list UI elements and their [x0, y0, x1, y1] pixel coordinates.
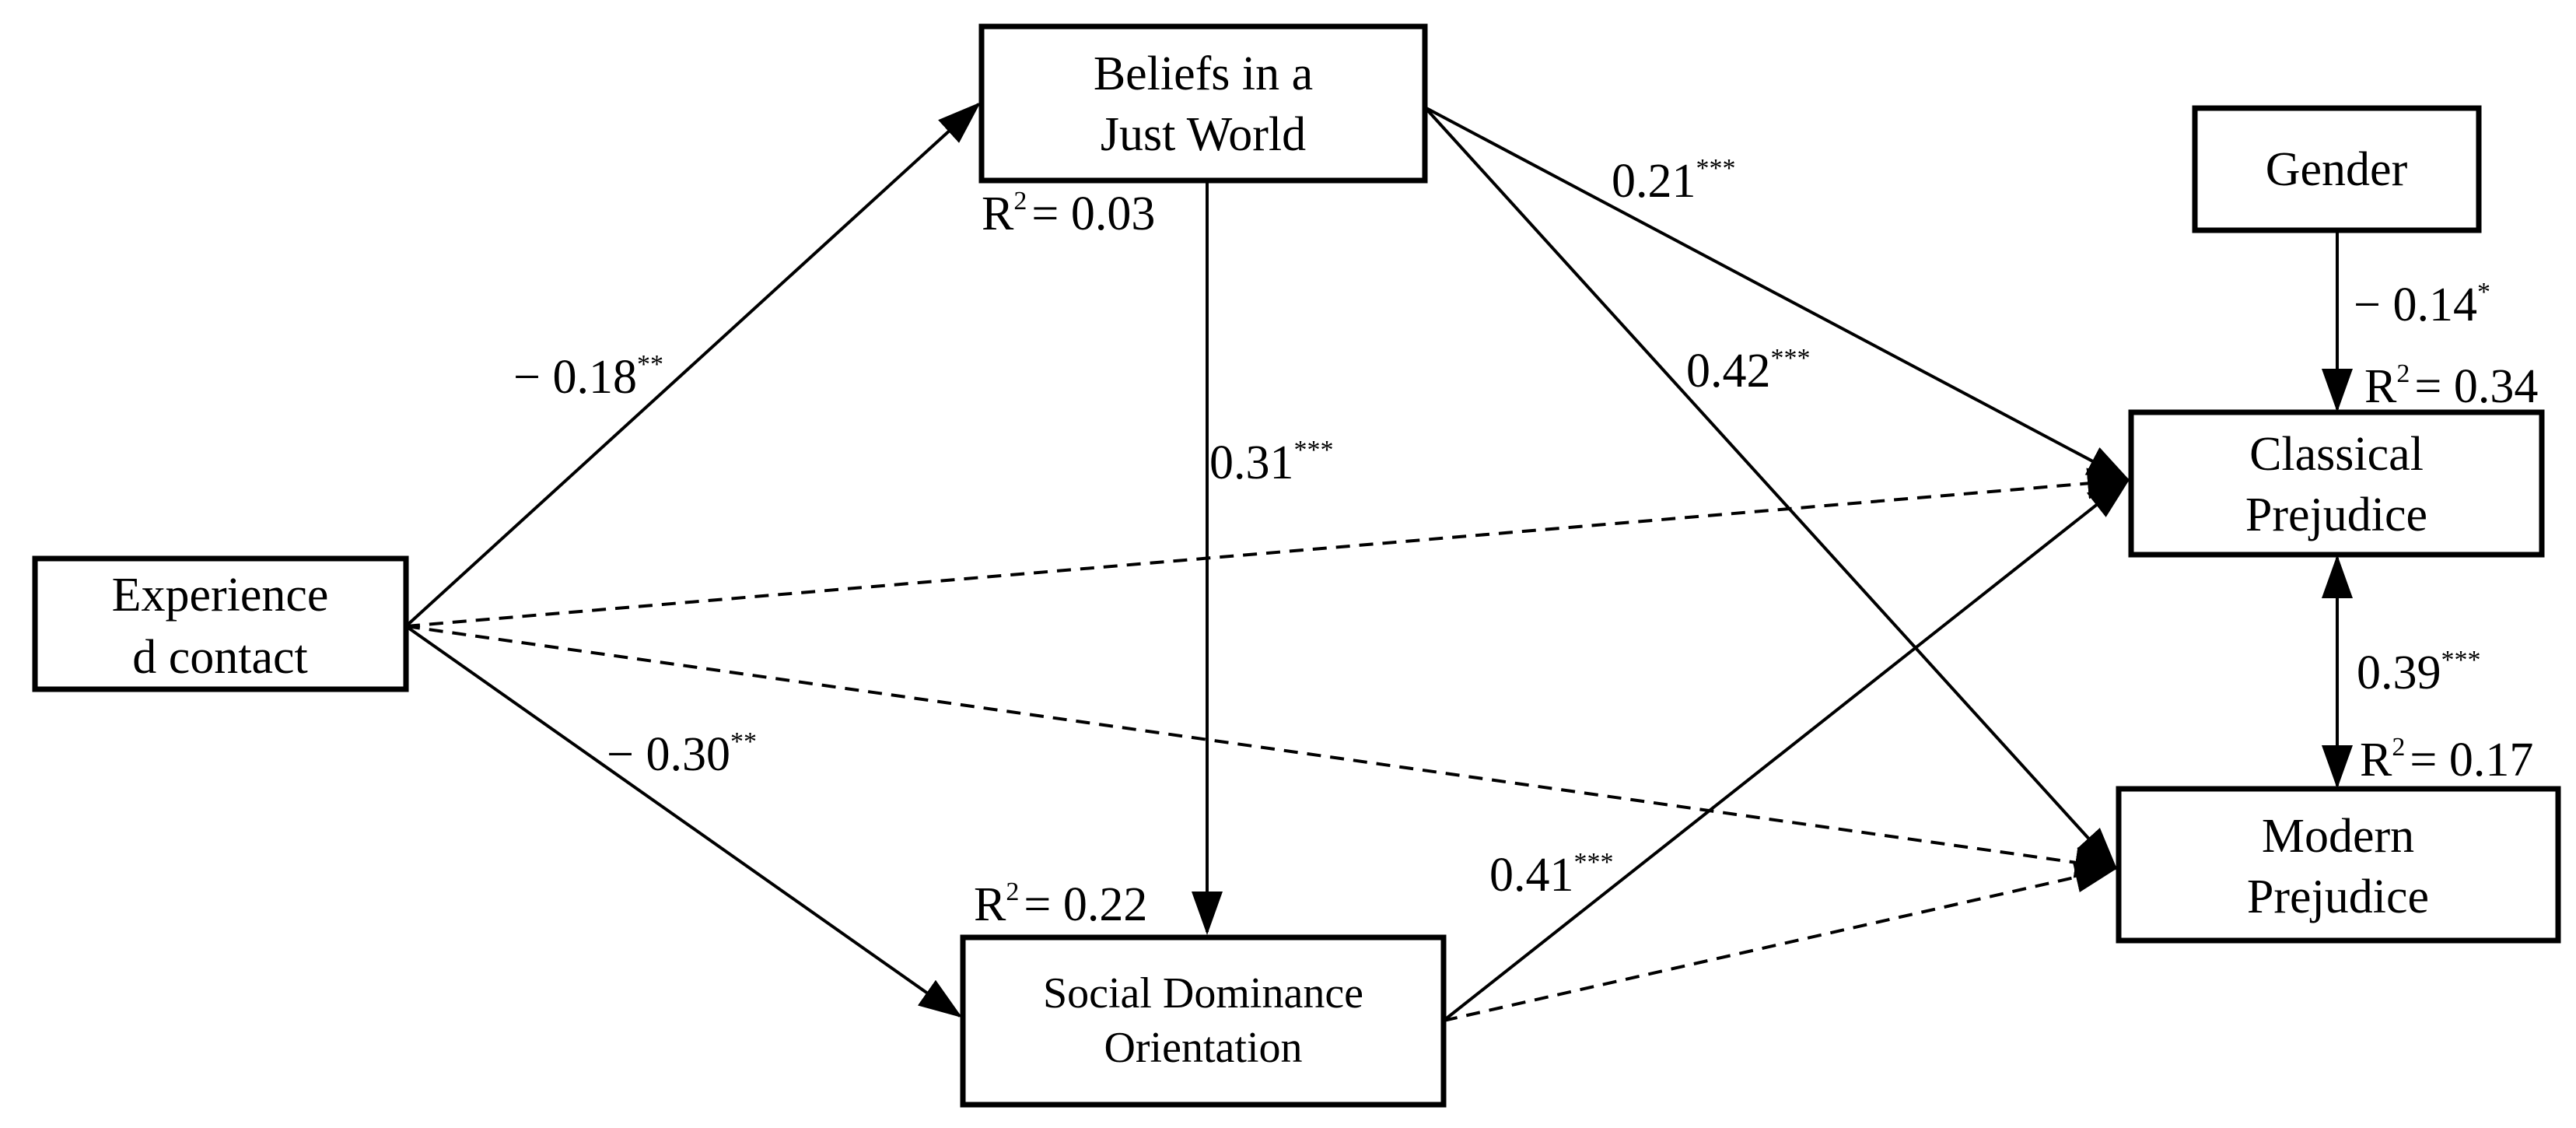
- coef-gender-to-classical-sig: *: [2477, 278, 2490, 307]
- node-just-world-line2: Just World: [1101, 108, 1306, 161]
- node-gender: Gender: [2192, 105, 2482, 233]
- node-modern-prejudice: Modern Prejudice: [2116, 786, 2561, 944]
- coef-sdo-to-classical-sig: ***: [1574, 848, 1614, 877]
- node-classical-line2: Prejudice: [2245, 489, 2427, 541]
- node-modern-line1: Modern: [2262, 810, 2414, 863]
- node-gender-line1: Gender: [2266, 143, 2408, 196]
- path-contact-to-classical-dashed: [405, 468, 2131, 628]
- node-experienced-contact-line1: Experience: [112, 569, 329, 622]
- coef-bjw-to-classical: 0.21***: [1612, 154, 1736, 208]
- coef-contact-to-sdo: − 0.30**: [607, 727, 757, 781]
- path-contact-to-modern-dashed: [405, 625, 2119, 878]
- node-classical-prejudice: Classical Prejudice: [2128, 409, 2545, 558]
- node-sdo-line1: Social Dominance: [1043, 969, 1363, 1018]
- path-contact-to-bjw: [404, 102, 981, 628]
- node-modern-line2: Prejudice: [2247, 871, 2429, 923]
- path-bjw-to-classical: [1424, 106, 2131, 482]
- node-beliefs-just-world: Beliefs in a Just World: [978, 23, 1428, 184]
- path-contact-to-sdo: [404, 625, 963, 1018]
- node-sdo-line2: Orientation: [1104, 1024, 1302, 1072]
- coef-contact-to-bjw-sig: **: [637, 350, 663, 379]
- coef-contact-to-sdo-sig: **: [730, 727, 757, 756]
- r2-just-world: R2= 0.03: [982, 187, 1155, 240]
- coef-bjw-to-classical-sig: ***: [1696, 154, 1736, 183]
- node-social-dominance-orientation: Social Dominance Orientation: [960, 934, 1447, 1108]
- coef-bjw-to-modern: 0.42***: [1686, 344, 1811, 398]
- r2-classical: R2= 0.34: [2364, 359, 2538, 413]
- r2-sdo: R2= 0.22: [974, 878, 1147, 931]
- path-sdo-to-classical: [1442, 478, 2131, 1022]
- coef-bjw-to-sdo: 0.31***: [1209, 436, 1334, 489]
- node-experienced-contact: Experience d contact: [32, 555, 409, 692]
- node-classical-line1: Classical: [2249, 428, 2424, 481]
- coef-gender-to-classical: − 0.14*: [2354, 278, 2490, 331]
- coef-bjw-to-modern-sig: ***: [1771, 344, 1811, 373]
- coef-classical-modern: 0.39***: [2357, 646, 2481, 699]
- path-bjw-to-modern: [1423, 106, 2118, 871]
- coef-classical-modern-sig: ***: [2441, 646, 2481, 674]
- node-experienced-contact-line2: d contact: [132, 631, 308, 684]
- node-just-world-line1: Beliefs in a: [1094, 47, 1313, 100]
- coef-bjw-to-sdo-sig: ***: [1294, 436, 1334, 464]
- r2-modern: R2= 0.17: [2360, 733, 2533, 786]
- coef-contact-to-bjw: − 0.18**: [513, 350, 663, 404]
- coef-sdo-to-classical: 0.41***: [1489, 848, 1614, 902]
